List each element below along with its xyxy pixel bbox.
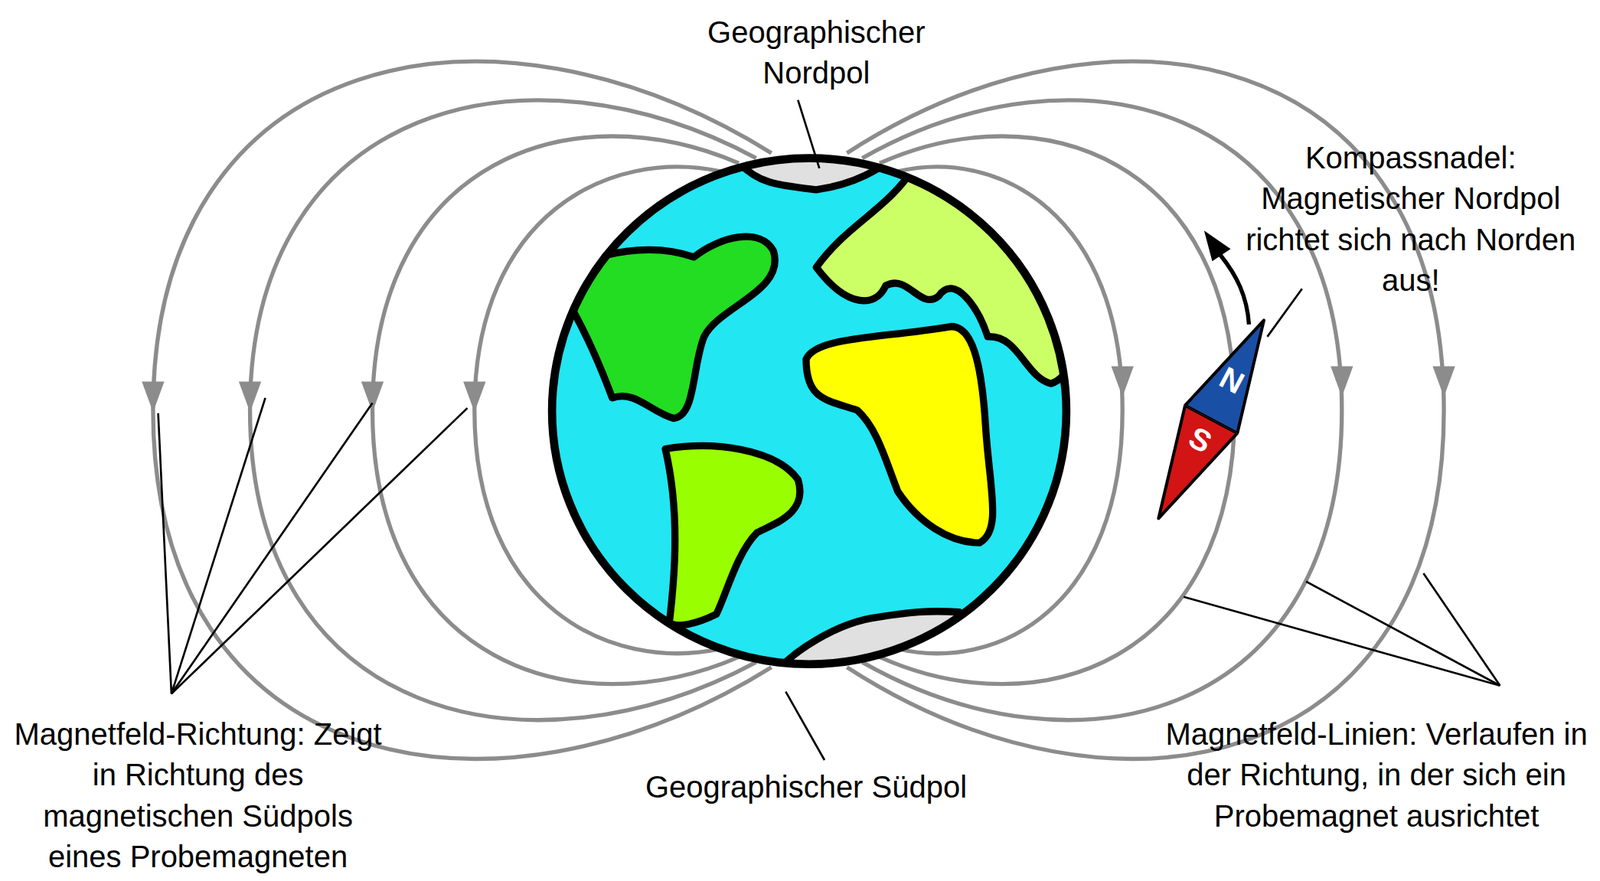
field-arrow [1432, 366, 1455, 398]
earth [551, 143, 1082, 715]
field-arrow [1330, 366, 1353, 398]
annotation-label: Magnetfeld-Richtung: Zeigt in Richtung d… [8, 714, 389, 878]
field-arrow [141, 382, 164, 413]
field-arrow [1111, 366, 1134, 398]
annotation-label: Kompassnadel: Magnetischer Nordpol richt… [1234, 137, 1587, 301]
field-lines [153, 61, 1444, 759]
field-arrow [238, 382, 262, 413]
field-arrow [361, 382, 384, 413]
annotation-label: Magnetfeld-Linien: Verlaufen in der Rich… [1165, 714, 1588, 837]
annotation-label: Geographischer Nordpol [653, 12, 980, 95]
compass-needle: NS [1129, 303, 1294, 536]
annotation-label: Geographischer Südpol [643, 767, 970, 808]
rotation-arrow [1204, 230, 1250, 325]
